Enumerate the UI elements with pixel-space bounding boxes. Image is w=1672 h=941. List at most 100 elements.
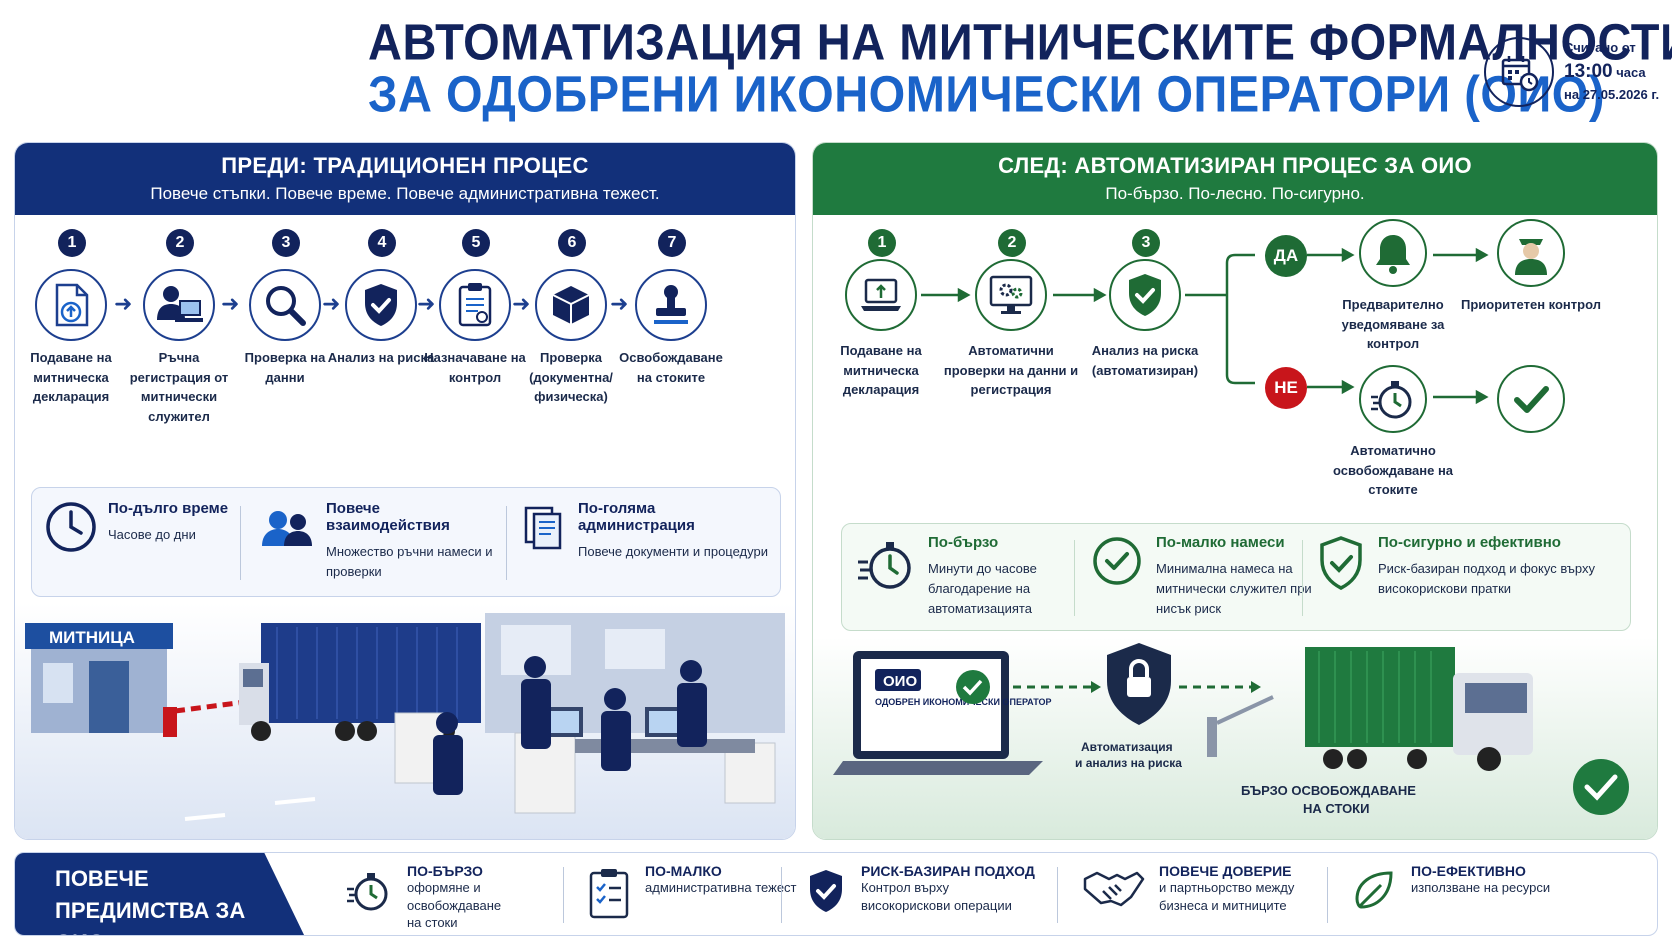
date-time-suffix: часа bbox=[1612, 65, 1646, 81]
before-header: ПРЕДИ: ТРАДИЦИОНЕН ПРОЦЕС Повече стъпки.… bbox=[15, 143, 795, 215]
shield-check-icon bbox=[805, 867, 847, 920]
laptop-text: ОДОБРЕН ИКОНОМИЧЕСКИ ОПЕРАТОР bbox=[875, 697, 1052, 707]
after-subtitle: По-бързо. По-лесно. По-сигурно. bbox=[1105, 184, 1365, 203]
no-badge: НЕ bbox=[1265, 367, 1307, 409]
arrow-right-icon: ➜ bbox=[322, 291, 341, 316]
stopwatch-icon bbox=[1359, 365, 1427, 433]
benefits-bar: ПОВЕЧЕ ПРЕДИМСТВА ЗА ОИО. ПО-БЪРЗОоформя… bbox=[14, 852, 1658, 936]
info-desc: Минути до часове благодарение на автомат… bbox=[928, 561, 1037, 617]
title-line-1: АВТОМАТИЗАЦИЯ НА МИТНИЧЕСКИТЕ ФОРМАЛНОСТ… bbox=[368, 12, 1672, 71]
before-subtitle: Повече стъпки. Повече време. Повече адми… bbox=[150, 184, 660, 203]
date-time: 13:00 bbox=[1564, 61, 1613, 83]
benefit-title: ПО-МАЛКО bbox=[645, 863, 722, 879]
step-label-6: Проверка (документна/ физическа) bbox=[529, 350, 613, 404]
after-step-number-2: 2 bbox=[998, 229, 1026, 257]
step-number-6: 6 bbox=[558, 229, 586, 257]
benefit-title: ПОВЕЧЕ ДОВЕРИЕ bbox=[1159, 863, 1292, 879]
benefit-desc: административна тежест bbox=[645, 880, 797, 895]
info-desc: Часове до дни bbox=[108, 527, 196, 542]
checklist-icon bbox=[587, 867, 631, 924]
lock-label-1: Автоматизация bbox=[1081, 740, 1173, 754]
laptop-upload-icon bbox=[845, 259, 917, 331]
title-line-2: ЗА ОДОБРЕНИ ИКОНОМИЧЕСКИ ОПЕРАТОРИ (ОИО) bbox=[368, 64, 1605, 123]
after-step-label-1: Подаване на митническа декларация bbox=[840, 343, 922, 397]
step-label-3: Проверка на данни bbox=[244, 350, 326, 385]
arrow-right-icon: ➜ bbox=[114, 291, 133, 316]
info-title: По-бързо bbox=[928, 534, 999, 551]
leaf-icon bbox=[1351, 867, 1397, 918]
release-label-2: НА СТОКИ bbox=[1303, 801, 1369, 816]
step-number-7: 7 bbox=[658, 229, 686, 257]
info-title: По-голяма администрация bbox=[578, 500, 695, 534]
step-label-5: Назначаване на контрол bbox=[424, 350, 526, 385]
before-panel: ПРЕДИ: ТРАДИЦИОНЕН ПРОЦЕС Повече стъпки.… bbox=[14, 142, 796, 840]
clipboard-icon bbox=[439, 269, 511, 341]
after-step-number-1: 1 bbox=[868, 229, 896, 257]
benefit-desc: Контрол върху високорискови операции bbox=[861, 880, 1012, 913]
after-title: СЛЕД: АВТОМАТИЗИРАН ПРОЦЕС ЗА ОИО bbox=[998, 153, 1472, 178]
arrow-right-icon: ➜ bbox=[512, 291, 531, 316]
date-prefix: Считано от bbox=[1564, 40, 1636, 56]
traditional-customs-scene: МИТНИЦА bbox=[15, 603, 795, 839]
after-step-label-2: Автоматични проверки на данни и регистра… bbox=[943, 343, 1079, 397]
yes-badge: ДА bbox=[1265, 235, 1307, 277]
stamp-icon bbox=[635, 269, 707, 341]
shield-check-icon bbox=[345, 269, 417, 341]
check-circle-icon bbox=[1093, 537, 1141, 585]
stopwatch-icon bbox=[345, 867, 393, 920]
benefit-desc: оформяне и освобождаване на стоки bbox=[407, 880, 502, 931]
document-upload-icon bbox=[35, 269, 107, 341]
before-title: ПРЕДИ: ТРАДИЦИОНЕН ПРОЦЕС bbox=[221, 153, 589, 178]
info-title: По-дълго време bbox=[108, 500, 229, 517]
people-icon bbox=[262, 511, 312, 546]
step-number-2: 2 bbox=[166, 229, 194, 257]
calendar-clock-icon bbox=[1484, 37, 1554, 107]
date-day: на 27.05.2026 г. bbox=[1564, 86, 1660, 102]
package-icon bbox=[535, 269, 607, 341]
monitor-gears-icon bbox=[975, 259, 1047, 331]
info-title: По-малко намеси bbox=[1156, 534, 1285, 551]
release-label-1: БЪРЗО ОСВОБОЖДАВАНЕ bbox=[1241, 783, 1416, 798]
branch-label: Автоматично освобождаване на стоките bbox=[1332, 443, 1454, 497]
shield-check-icon bbox=[1320, 536, 1362, 590]
step-number-4: 4 bbox=[368, 229, 396, 257]
step-number-3: 3 bbox=[272, 229, 300, 257]
handshake-icon bbox=[1081, 867, 1145, 918]
branch-label: Предварително уведомяване за контрол bbox=[1341, 297, 1445, 351]
benefits-label: ПОВЕЧЕ ПРЕДИМСТВА ЗА ОИО. bbox=[15, 853, 305, 935]
info-title: По-сигурно и ефективно bbox=[1378, 534, 1561, 551]
step-number-5: 5 bbox=[462, 229, 490, 257]
magnifier-icon bbox=[249, 269, 321, 341]
benefit-desc: и партньорство между бизнеса и митниците bbox=[1159, 880, 1295, 913]
branch-label: Приоритетен контрол bbox=[1461, 297, 1601, 312]
stopwatch-icon bbox=[858, 542, 911, 589]
documents-icon bbox=[524, 506, 562, 550]
step-label-1: Подаване на митническа декларация bbox=[30, 350, 112, 404]
step-number-1: 1 bbox=[58, 229, 86, 257]
clock-icon bbox=[46, 502, 96, 552]
shield-check-icon bbox=[1109, 259, 1181, 331]
step-label-2: Ръчна регистрация от митнически служител bbox=[129, 350, 229, 424]
benefit-title: ПО-БЪРЗО bbox=[407, 863, 483, 879]
check-icon bbox=[1497, 365, 1565, 433]
flow-connectors bbox=[921, 247, 1489, 405]
step-label-7: Освобождаване на стоките bbox=[619, 350, 723, 385]
benefit-desc: използване на ресурси bbox=[1411, 880, 1551, 895]
automated-customs-scene: ОИО ОДОБРЕН ИКОНОМИЧЕСКИ ОПЕРАТОР Автома… bbox=[813, 637, 1657, 839]
info-desc: Минимална намеса на митнически служител … bbox=[1156, 561, 1312, 617]
bell-icon bbox=[1359, 219, 1427, 287]
arrow-right-icon: ➜ bbox=[610, 291, 629, 316]
after-step-number-3: 3 bbox=[1132, 229, 1160, 257]
customs-sign: МИТНИЦА bbox=[49, 628, 135, 647]
info-title: Повече взаимодействия bbox=[326, 500, 450, 534]
after-header: СЛЕД: АВТОМАТИЗИРАН ПРОЦЕС ЗА ОИО По-бър… bbox=[813, 143, 1657, 215]
